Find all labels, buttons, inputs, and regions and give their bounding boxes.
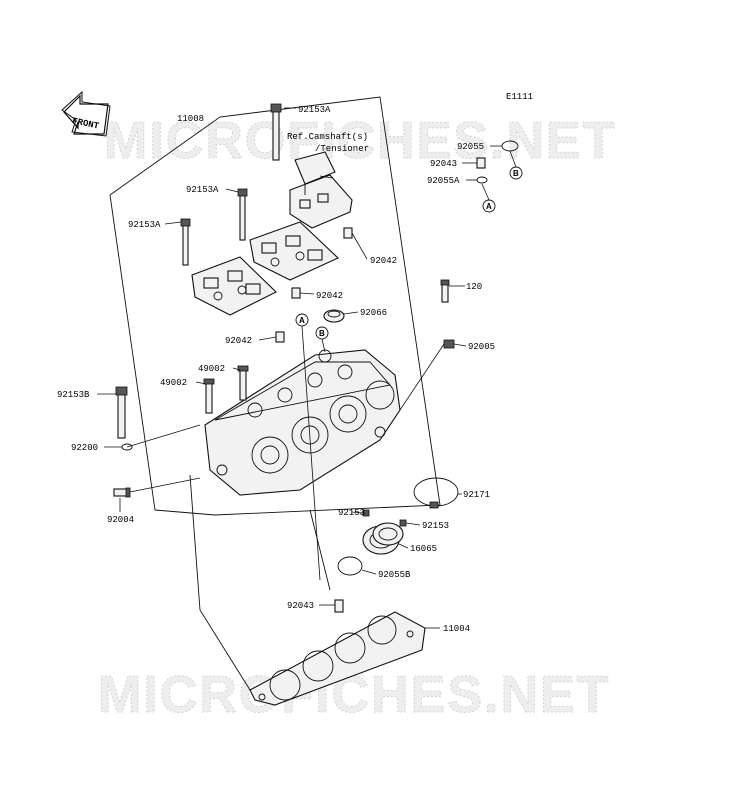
label-92005: 92005: [468, 342, 495, 352]
clamp-92171: [413, 477, 459, 509]
camshaft-cap-upper: [289, 151, 353, 229]
stud-49002-a: [237, 365, 249, 401]
svg-text:A: A: [299, 316, 305, 325]
oring-92055a: [476, 176, 488, 184]
oring-92055b: [337, 556, 363, 576]
label-11008: 11008: [177, 114, 204, 124]
label-49002-a: 49002: [198, 364, 225, 374]
ref-note-line2: /Tensioner: [315, 144, 369, 154]
label-92153b: 92153B: [57, 390, 90, 400]
cylinder-head: [204, 349, 401, 496]
bolt-92153a-top: [270, 103, 282, 161]
dowel-92043-top: [476, 157, 486, 169]
bolt-92153-right: [399, 519, 407, 527]
label-92153-right: 92153: [422, 521, 449, 531]
dowel-92042-c: [275, 331, 285, 343]
label-11004: 11004: [443, 624, 470, 634]
diagram-code: E1111: [506, 92, 533, 102]
label-92004: 92004: [107, 515, 134, 525]
bolt-92153a-left: [180, 218, 191, 266]
camshaft-holder-lower: [191, 256, 277, 316]
label-92055a: 92055A: [427, 176, 460, 186]
callout-b-head: B: [315, 326, 329, 340]
label-92153-left: 92153: [338, 508, 365, 518]
bolt-92153a-mid: [237, 188, 248, 241]
label-92153a-left: 92153A: [128, 220, 161, 230]
front-arrow-icon: FRONT: [61, 90, 111, 137]
assembly-frame: [109, 96, 441, 691]
label-92043-bottom: 92043: [287, 601, 314, 611]
watermark-top: MICROFICHES.NET: [104, 112, 616, 170]
label-92153a-mid: 92153A: [186, 185, 219, 195]
bolt-120: [440, 279, 450, 303]
callout-b-top: B: [509, 166, 523, 180]
callout-a-head: A: [295, 313, 309, 327]
svg-text:B: B: [319, 329, 325, 338]
plug-92004: [113, 487, 131, 498]
ref-note-line1: Ref.Camshaft(s): [287, 132, 368, 142]
stud-49002-b: [203, 378, 215, 414]
leader-lines: [97, 107, 517, 629]
label-92055: 92055: [457, 142, 484, 152]
svg-text:B: B: [513, 169, 519, 178]
label-49002-b: 49002: [160, 378, 187, 388]
dowel-92043-bottom: [334, 599, 344, 613]
label-92153a-top: 92153A: [298, 105, 331, 115]
label-92171: 92171: [463, 490, 490, 500]
label-92055b: 92055B: [378, 570, 411, 580]
dowel-92042-b: [291, 287, 301, 299]
svg-text:A: A: [486, 202, 492, 211]
callout-a-top: A: [482, 199, 496, 213]
camshaft-holder-middle: [249, 221, 339, 281]
label-92042-b: 92042: [316, 291, 343, 301]
plug-92066: [323, 309, 345, 323]
bolt-92153b: [115, 386, 128, 439]
label-92066: 92066: [360, 308, 387, 318]
dowel-92042-a: [343, 227, 353, 239]
head-gasket-11004: [249, 611, 426, 706]
plug-92005: [443, 339, 455, 349]
label-92042-c: 92042: [225, 336, 252, 346]
throttle-holder-16065: [362, 522, 404, 555]
label-92042-a: 92042: [370, 256, 397, 266]
label-16065: 16065: [410, 544, 437, 554]
label-120: 120: [466, 282, 482, 292]
label-92043-top: 92043: [430, 159, 457, 169]
label-92200: 92200: [71, 443, 98, 453]
